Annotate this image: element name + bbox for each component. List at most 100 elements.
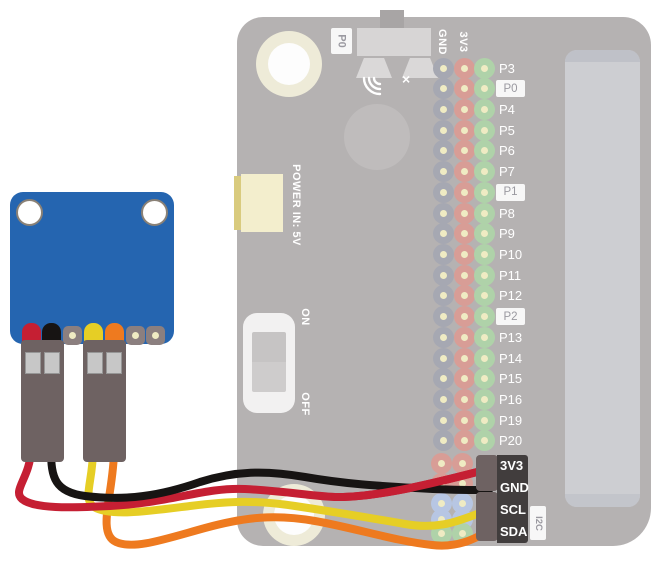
i2c-pin-label: GND (500, 480, 529, 495)
pin-dot (480, 292, 488, 300)
pin-dot (480, 437, 488, 445)
pin-dot (458, 515, 466, 523)
pin-label: P3 (499, 60, 515, 76)
pin-label: P8 (499, 205, 515, 221)
scl-wire-cap (84, 323, 103, 342)
pin-dot (480, 416, 488, 424)
pin-dot (439, 313, 447, 321)
pin-dot (480, 126, 488, 134)
pin-dot (439, 333, 447, 341)
pin-dot (480, 271, 488, 279)
pin-dot (460, 230, 468, 238)
pin-dot (480, 230, 488, 238)
p0-badge: P0 (331, 28, 352, 54)
pin-label: P15 (499, 371, 523, 387)
pin-dot (437, 459, 445, 467)
pin-dot (460, 105, 468, 113)
pin-label-boxed: P2 (496, 308, 525, 326)
buzzer (344, 104, 410, 170)
pin-dot (439, 147, 447, 155)
edge-connector-slot (565, 50, 640, 507)
pin-dot (460, 271, 468, 279)
pin-dot (480, 85, 488, 93)
pin-dot (458, 529, 466, 537)
pin-dot (437, 515, 445, 523)
i2c-badge: I2C (530, 506, 546, 540)
pin-label: P10 (499, 246, 523, 262)
pin-label: P6 (499, 143, 515, 159)
pin-dot (460, 168, 468, 176)
switch-on-label: ON (299, 308, 311, 326)
pin-dot (458, 459, 466, 467)
pin-dot (132, 332, 139, 339)
pin-label-boxed: P0 (496, 80, 525, 98)
pin-dot (480, 188, 488, 196)
pin-dot (480, 375, 488, 383)
pin-label: P14 (499, 350, 523, 366)
pin-dot (460, 64, 468, 72)
sda-wire-cap (105, 323, 124, 342)
pin-dot (460, 209, 468, 217)
pin-dot (460, 126, 468, 134)
pin-dot (480, 64, 488, 72)
pin-dot (480, 250, 488, 258)
pin-dot (460, 396, 468, 404)
pin-label: P16 (499, 392, 523, 408)
pin-dot (439, 188, 447, 196)
mounting-hole-bottom (263, 484, 325, 546)
pin-dot (458, 499, 466, 507)
pin-dot (460, 313, 468, 321)
pin-dot (439, 354, 447, 362)
pin-dot (460, 292, 468, 300)
i2c-pin-label: SCL (500, 502, 526, 517)
button-body (357, 28, 431, 56)
pin-label: P19 (499, 412, 523, 428)
pin-dot (480, 168, 488, 176)
pin-dot (439, 250, 447, 258)
sensor-hole-right (141, 199, 168, 226)
pin-dot (437, 529, 445, 537)
i2c-badge-label: I2C (532, 515, 544, 531)
pin-dot (480, 396, 488, 404)
power-label: POWER IN: 5V (290, 164, 302, 246)
pin-dot (152, 332, 159, 339)
pin-dot (69, 332, 76, 339)
pin-dot (460, 188, 468, 196)
pin-label: P5 (499, 122, 515, 138)
pin-dot (460, 250, 468, 258)
pin-dot (439, 437, 447, 445)
pin-label-boxed: P1 (496, 183, 525, 201)
power-connector (241, 174, 283, 232)
pin-dot (439, 292, 447, 300)
gnd-column-header: GND (436, 29, 448, 55)
pin-label: P9 (499, 226, 515, 242)
pin-dot (460, 333, 468, 341)
pin-dot (460, 85, 468, 93)
jumper-connector-power (21, 340, 64, 462)
pin-dot (480, 105, 488, 113)
pin-dot (437, 499, 445, 507)
power-switch-knob (252, 332, 286, 392)
i2c-pin-label: 3V3 (500, 458, 524, 473)
pin-dot (480, 333, 488, 341)
pin-dot (439, 126, 447, 134)
pin-label: P12 (499, 288, 523, 304)
pin-dot (480, 147, 488, 155)
pin-dot (439, 230, 447, 238)
3v3-column-header: 3V3 (457, 31, 469, 53)
speaker-waves-icon (362, 76, 382, 96)
pin-dot (439, 85, 447, 93)
gnd-wire-cap (41, 323, 61, 342)
pin-dot (460, 375, 468, 383)
3v3-wire-cap (21, 323, 41, 342)
pin-dot (437, 479, 445, 487)
mounting-hole-top (256, 31, 322, 97)
pin-dot (439, 168, 447, 176)
p0-badge-label: P0 (335, 34, 348, 48)
switch-off-label: OFF (299, 392, 311, 416)
pin-dot (439, 105, 447, 113)
breakout-connector-power (476, 455, 498, 491)
jumper-connector-i2c (83, 340, 126, 462)
pin-dot (439, 64, 447, 72)
